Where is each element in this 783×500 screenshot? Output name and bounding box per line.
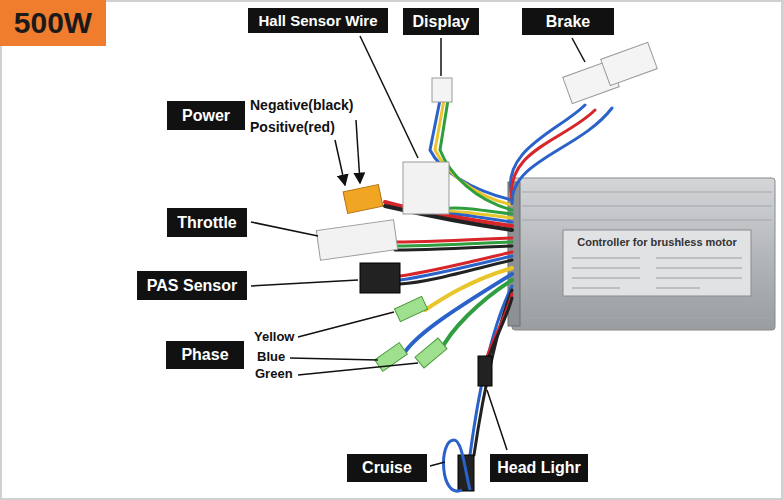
callout-text: Brake bbox=[546, 13, 590, 31]
callout-box: Hall Sensor Wire bbox=[248, 8, 388, 33]
controller-housing bbox=[508, 178, 775, 330]
wire-color: Blue bbox=[257, 349, 285, 364]
callout-text: Head Lighr bbox=[497, 459, 581, 477]
callout-text: 500W bbox=[14, 6, 92, 40]
callout-text: Phase bbox=[181, 346, 228, 364]
callout-text: Throttle bbox=[177, 214, 237, 232]
callout-box: Power bbox=[167, 101, 245, 130]
connectors bbox=[316, 42, 657, 491]
callout-text: Power bbox=[182, 107, 230, 125]
wire-note: Positive(red) bbox=[250, 119, 335, 135]
callout-text: Display bbox=[413, 13, 470, 31]
model-badge: 500W bbox=[0, 0, 106, 46]
callout-box: Phase bbox=[166, 341, 244, 369]
callout-text: PAS Sensor bbox=[147, 277, 237, 295]
callout-text: Hall Sensor Wire bbox=[258, 12, 377, 29]
leader-lines bbox=[251, 36, 585, 466]
callout-box: Head Lighr bbox=[490, 454, 588, 482]
wire-note: Negative(black) bbox=[250, 97, 353, 113]
wire-color: Yellow bbox=[254, 329, 294, 344]
callout-box: Throttle bbox=[167, 208, 247, 237]
nameplate-text: Controller for brushless motor bbox=[566, 236, 748, 248]
wire-bundle bbox=[385, 100, 612, 455]
callout-box: Brake bbox=[522, 8, 614, 35]
callout-text: Cruise bbox=[362, 459, 412, 477]
callout-box: Display bbox=[403, 8, 479, 35]
callout-box: PAS Sensor bbox=[137, 271, 247, 300]
wire-color: Green bbox=[255, 366, 293, 381]
callout-box: Cruise bbox=[347, 454, 427, 482]
